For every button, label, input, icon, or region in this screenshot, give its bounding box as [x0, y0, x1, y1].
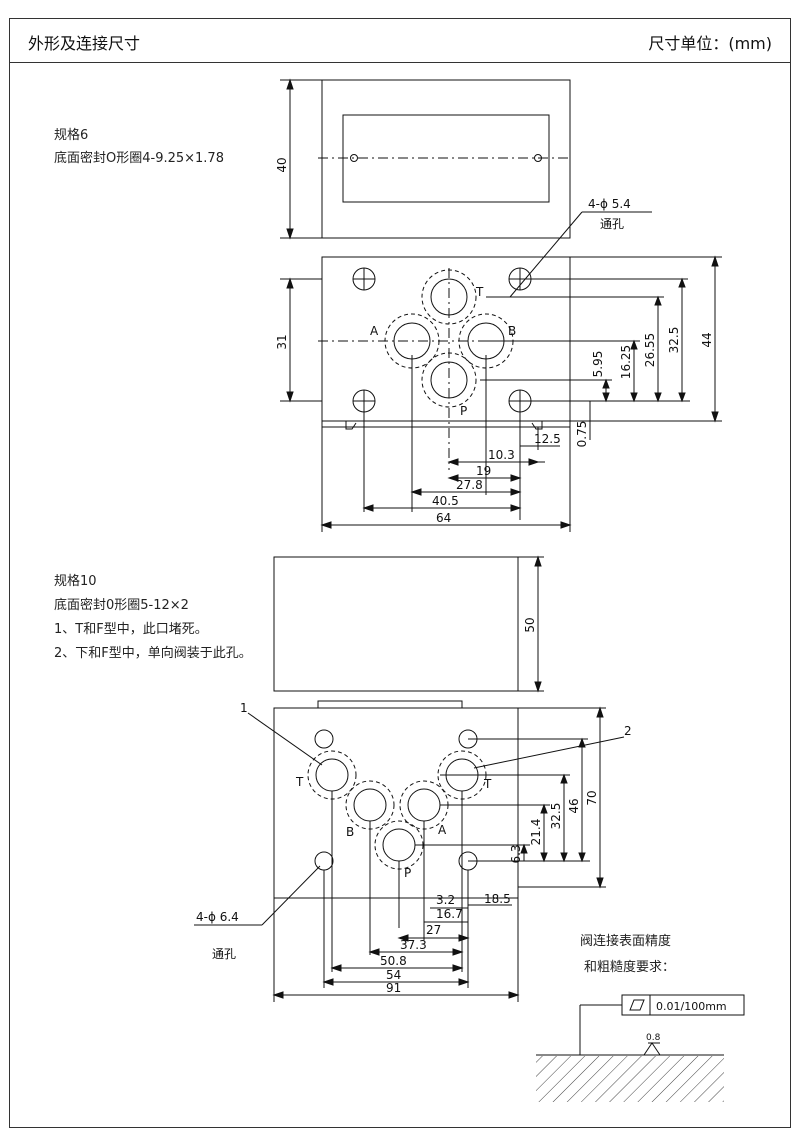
size10-note-2: 2、下和F型中，单向阀装于此孔。	[54, 646, 252, 661]
surface-hatch	[536, 1056, 724, 1102]
size10-dim-18-5: 18.5	[484, 892, 511, 906]
size10-dim-27: 27	[426, 923, 441, 937]
size6-dim-31: 31	[275, 334, 289, 349]
size10-dim-16-7: 16.7	[436, 907, 463, 921]
size6-seal-note: 底面密封O形圈4-9.25×1.78	[54, 151, 224, 166]
size6-top-body	[321, 79, 571, 239]
size6-dim-27-8: 27.8	[456, 478, 483, 492]
drawing-frame: 外形及连接尺寸 尺寸单位：(mm)	[9, 18, 791, 1128]
size6-top-pin-left	[350, 154, 358, 162]
size10-port-P	[382, 828, 416, 862]
size6-port-P-seal	[421, 352, 477, 408]
surface-req-line2: 和粗糙度要求：	[584, 960, 676, 975]
surface-req-line1: 阀连接表面精度	[580, 934, 672, 949]
size6-dim-10-3: 10.3	[488, 448, 515, 462]
size10-callout-2: 2	[624, 724, 632, 738]
page-title: 外形及连接尺寸	[28, 34, 141, 53]
size10-callout-1: 1	[240, 701, 248, 715]
size6-dim-19: 19	[476, 464, 491, 478]
size10-label-P: P	[404, 866, 411, 880]
size6-dim-32-5: 32.5	[667, 327, 681, 354]
size10-mount-hole-tl	[314, 729, 334, 749]
size10-callout-2-leader	[473, 736, 625, 769]
size10-dim-50: 50	[523, 617, 537, 632]
size10-label-T-left: T	[295, 775, 304, 789]
size6-label-P: P	[460, 404, 467, 418]
size6-dim-40-5: 40.5	[432, 494, 459, 508]
size6-port-P	[430, 361, 468, 399]
size10-dim-21-4: 21.4	[529, 819, 543, 846]
size6-dim-16-25: 16.25	[619, 345, 633, 379]
size6-dim-0-75: 0.75	[575, 421, 589, 448]
size10-dim-54: 54	[386, 968, 401, 982]
size10-dim-70: 70	[585, 790, 599, 805]
size6-top-pin-right	[534, 154, 542, 162]
size10-dim-91: 91	[386, 981, 401, 995]
flatness-value: 0.01/100mm	[656, 1000, 727, 1013]
size6-bottom-body	[321, 256, 571, 428]
size10-dim-50-8: 50.8	[380, 954, 407, 968]
size6-port-T	[430, 278, 468, 316]
unit-label: 尺寸单位：(mm)	[648, 34, 772, 53]
size6-dim-64: 64	[436, 511, 451, 525]
size10-bottom-body	[273, 707, 519, 899]
size10-top-body	[273, 556, 519, 692]
size6-port-T-seal	[421, 269, 477, 325]
size10-dim-46: 46	[567, 798, 581, 813]
size10-seal-note: 底面密封0形圈5-12×2	[54, 598, 189, 613]
size6-hole-type: 通孔	[600, 217, 624, 231]
size10-dim-37-3: 37.3	[400, 938, 427, 952]
header-bar: 外形及连接尺寸 尺寸单位：(mm)	[10, 19, 790, 63]
size10-mount-hole-bl	[314, 851, 334, 871]
size10-dim-3-2: 3.2	[436, 893, 455, 907]
size6-dim-44: 44	[700, 332, 714, 347]
size10-label-T-right: T	[483, 777, 492, 791]
size6-dim-40: 40	[275, 157, 289, 172]
size6-label: 规格6	[54, 128, 89, 143]
size10-hole-type: 通孔	[212, 947, 236, 961]
size6-hole-note: 4-ϕ 5.4	[588, 197, 631, 211]
size6-label-T: T	[475, 285, 484, 299]
size6-dim-5-95: 5.95	[591, 351, 605, 378]
size10-label-A: A	[438, 823, 447, 837]
size10-label-B: B	[346, 825, 354, 839]
size10-hole-note: 4-ϕ 6.4	[196, 910, 239, 924]
flatness-frame	[621, 994, 745, 1016]
size10-dim-6-3: 6.3	[509, 844, 523, 863]
size10-hole-leader	[261, 865, 321, 926]
roughness-value: 0.8	[646, 1033, 661, 1043]
size6-label-B: B	[508, 324, 516, 338]
size6-dim-26-55: 26.55	[643, 333, 657, 367]
roughness-symbol	[643, 1042, 661, 1056]
size6-dim-12-5: 12.5	[534, 432, 561, 446]
size10-label: 规格10	[54, 574, 97, 589]
size10-dim-32-5: 32.5	[549, 803, 563, 830]
size6-hole-leader	[509, 211, 583, 298]
size10-note-1: 1、T和F型中，此口堵死。	[54, 622, 208, 637]
size10-callout-1-leader	[247, 712, 323, 766]
size6-label-A: A	[370, 324, 379, 338]
size10-port-A	[407, 788, 441, 822]
size10-port-B	[353, 788, 387, 822]
